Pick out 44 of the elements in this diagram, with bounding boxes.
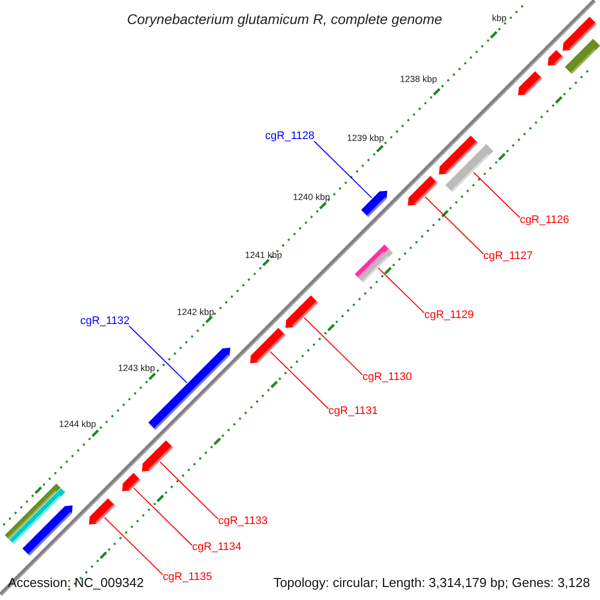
title: Corynebacterium glutamicum R, complete genome	[127, 11, 442, 27]
leader-line	[314, 140, 372, 198]
genome-summary: Topology: circular; Length: 3,314,179 bp; Genes: 3,128	[273, 575, 590, 591]
axis-label: 1242 kbp	[177, 306, 214, 318]
gene-label: cgR_1133	[218, 515, 268, 528]
gene-label: cgR_1134	[192, 541, 242, 554]
gene-feature	[548, 50, 564, 66]
gene-feature	[142, 440, 174, 472]
axis-label: 1244 kbp	[59, 418, 96, 430]
gene-label: cgR_1126	[520, 214, 570, 226]
gene-feature	[285, 295, 318, 328]
gene-label: cgR_1128	[265, 130, 315, 142]
gene-label: cgR_1127	[483, 250, 533, 262]
gene-feature	[88, 498, 116, 524]
gene-feature	[250, 328, 286, 364]
axis-label: kbp	[492, 12, 507, 24]
gene-feature	[438, 136, 478, 174]
gene-feature	[518, 71, 542, 96]
axis-label: 1238 kbp	[400, 73, 438, 85]
gene-feature	[361, 190, 388, 217]
gene-feature	[564, 38, 600, 74]
leader-line	[304, 317, 363, 376]
gene-label: cgR_1135	[162, 570, 212, 583]
leader-line	[473, 172, 520, 218]
gene-label: cgR_1132	[80, 315, 130, 328]
leader-line	[270, 351, 330, 410]
axis-label: 1241 kbp	[245, 249, 282, 261]
leader-line	[159, 461, 219, 520]
accession-text: Accession: NC_009342	[8, 575, 144, 591]
gene-label: cgR_1130	[362, 370, 412, 383]
gene-feature	[354, 244, 393, 283]
leader-line	[104, 516, 164, 576]
gene-label: cgR_1131	[328, 404, 378, 417]
leader-line	[424, 196, 484, 255]
leader-line	[378, 267, 425, 314]
axis-label: 1243 kbp	[118, 362, 156, 374]
leader-line	[128, 326, 188, 384]
axis-label: 1240 kbp	[293, 191, 330, 203]
gene-feature	[408, 176, 438, 206]
leader-line	[133, 488, 193, 546]
axis-label: 1239 kbp	[347, 132, 384, 144]
gene-label: cgR_1129	[424, 309, 474, 322]
gene-feature	[122, 472, 141, 492]
gene-feature	[22, 505, 73, 556]
